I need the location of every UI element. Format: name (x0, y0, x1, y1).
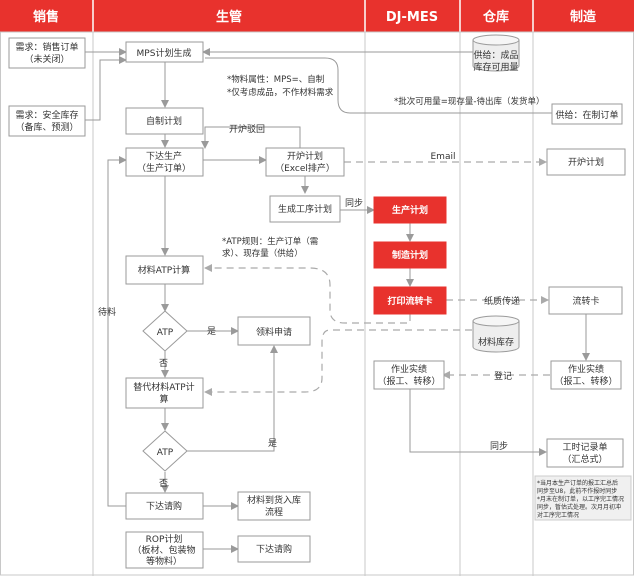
mfg-furnace-plan-node: 开炉计划 (546, 148, 626, 176)
release-line2: （生产订单） (137, 162, 191, 174)
rop-line2: （板材、包装物 (132, 544, 195, 556)
mps-node: MPS计划生成 (125, 41, 204, 63)
furnace-line2: （Excel排产） (275, 162, 335, 174)
mps-label: MPS计划生成 (137, 47, 192, 59)
wip-supply-node: 供给：在制订单 (551, 103, 623, 125)
alt-material-atp-node: 替代材料ATP计 算 (125, 377, 204, 409)
yes2-label: 是 (268, 438, 277, 449)
rop-plan-node: ROP计划 （板材、包装物 等物料） (125, 531, 204, 569)
print-card-label: 打印流转卡 (387, 295, 432, 307)
available-qty-note: *批次可用量=现存量-待出库（发货单） (394, 96, 544, 107)
material-stock-node: 材料库存 (472, 315, 520, 353)
swimlane-headers: 销售 生管 DJ-MES 仓库 制造 (0, 0, 634, 32)
header-bar (0, 0, 634, 32)
supply-line1: 供给：成品 (473, 49, 518, 61)
atp2-label: ATP (157, 448, 174, 458)
safety-stock-line2: （备库、预测） (15, 121, 78, 133)
lane-manufacturing-title: 制造 (570, 9, 597, 25)
process-plan-node: 生成工序计划 (269, 195, 341, 223)
release-production-node: 下达生产 （生产订单） (125, 147, 204, 177)
release-line1: 下达生产 (146, 150, 182, 162)
material-atp-label: 材料ATP计算 (138, 264, 190, 276)
furnace-return-label: 开炉驳回 (229, 123, 265, 135)
lane-sales-title: 销售 (33, 9, 59, 25)
mps-note-line2: *仅考虑成品，不作材料需求 (227, 87, 334, 98)
mes-report-line2: （报工、转移） (377, 375, 440, 387)
footnote-line5: 对工序完工情况 (537, 511, 579, 519)
register-label: 登记 (494, 371, 512, 382)
self-plan-label: 自制计划 (146, 115, 182, 127)
sales-order-line2: （未关闭） (24, 53, 69, 65)
atp-rule-line2: 求）、现存量（供给） (222, 248, 303, 259)
sync1-label: 同步 (345, 198, 363, 209)
timesheet-line2: （汇总式） (562, 453, 607, 465)
production-plan-label: 生产计划 (392, 204, 428, 216)
production-plan-node: 生产计划 (373, 196, 447, 224)
receipt-line1: 材料到货入库 (247, 494, 301, 506)
purchase-request-2-label: 下达请购 (256, 543, 292, 555)
alt-atp-line1: 替代材料ATP计 (133, 381, 194, 393)
material-request-node: 领料申请 (237, 316, 311, 346)
no1-label: 否 (159, 358, 168, 369)
footnote-line2: 同步至U8，此前不作报时同步 (537, 487, 617, 495)
mfg-furnace-plan-label: 开炉计划 (568, 156, 604, 168)
manufacturing-plan-node: 制造计划 (373, 241, 447, 269)
receipt-line2: 流程 (265, 506, 283, 518)
mps-note-line1: *物料属性：MPS=、自制 (227, 74, 324, 85)
sync2-label: 同步 (490, 441, 508, 452)
atp1-label: ATP (157, 328, 174, 338)
purchase-request-node: 下达请购 (125, 492, 204, 520)
wip-supply-label: 供给：在制订单 (555, 109, 618, 121)
sales-order-line1: 需求：销售订单 (15, 41, 78, 53)
footnote-line3: *月末在制订单，以工序完工情况 (537, 495, 624, 503)
process-plan-label: 生成工序计划 (278, 203, 332, 215)
material-request-label: 领料申请 (256, 326, 292, 338)
self-plan-node: 自制计划 (125, 107, 204, 135)
connectors (85, 48, 590, 553)
mes-job-report-node: 作业实绩 （报工、转移） (373, 360, 445, 390)
finished-goods-supply-node: 供给：成品 库存可用量 (472, 34, 520, 73)
footnote-line1: *当月本生产订单的报工汇总后 (537, 479, 618, 487)
atp-rule-note: *ATP规则：生产订单（需 求）、现存量（供给） (222, 236, 318, 259)
email-label: Email (431, 152, 456, 162)
furnace-line1: 开炉计划 (287, 150, 323, 162)
sales-order-node: 需求：销售订单 （未关闭） (8, 37, 86, 69)
mfg-report-line1: 作业实绩 (568, 363, 604, 375)
furnace-plan-node: 开炉计划 （Excel排产） (265, 147, 345, 177)
safety-stock-node: 需求：安全库存 （备库、预测） (8, 105, 86, 137)
lane-warehouse-title: 仓库 (482, 9, 509, 25)
purchase-request-label: 下达请购 (146, 500, 182, 512)
lane-production-title: 生管 (216, 9, 242, 25)
transfer-card-node: 流转卡 (548, 286, 623, 315)
timesheet-line1: 工时记录单 (562, 441, 607, 453)
purchase-request-2-node: 下达请购 (237, 535, 311, 563)
manufacturing-plan-label: 制造计划 (392, 249, 428, 261)
mfg-report-line2: （报工、转移） (554, 375, 617, 387)
atp-decision-2: ATP (142, 430, 188, 472)
lane-djmes-title: DJ-MES (386, 10, 438, 25)
mes-report-line1: 作业实绩 (391, 363, 427, 375)
mps-note: *物料属性：MPS=、自制 *仅考虑成品，不作材料需求 (227, 74, 334, 98)
timesheet-node: 工时记录单 （汇总式） (546, 438, 624, 468)
alt-atp-line2: 算 (159, 393, 168, 405)
material-atp-node: 材料ATP计算 (125, 255, 204, 285)
pending-label: 待料 (98, 306, 116, 318)
manufacturing-footnote: *当月本生产订单的报工汇总后 同步至U8，此前不作报时同步 *月末在制订单，以工… (534, 475, 632, 521)
safety-stock-line1: 需求：安全库存 (15, 109, 78, 121)
no2-label: 否 (159, 478, 168, 489)
mfg-job-report-node: 作业实绩 （报工、转移） (550, 360, 622, 390)
print-card-node: 打印流转卡 (373, 286, 447, 315)
supply-line2: 库存可用量 (473, 61, 518, 73)
atp-decision-1: ATP (142, 310, 188, 352)
material-stock-label: 材料库存 (478, 336, 514, 348)
rop-line3: 等物料） (146, 555, 182, 567)
atp-rule-line1: *ATP规则：生产订单（需 (222, 236, 318, 247)
transfer-card-label: 流转卡 (572, 295, 599, 307)
material-receipt-node: 材料到货入库 流程 (237, 491, 311, 521)
rop-line1: ROP计划 (146, 533, 183, 545)
footnote-line4: 同步，暂估式处理。次月月初冲 (537, 503, 621, 511)
yes1-label: 是 (207, 326, 216, 337)
paper-transfer-label: 纸质传递 (484, 295, 520, 307)
